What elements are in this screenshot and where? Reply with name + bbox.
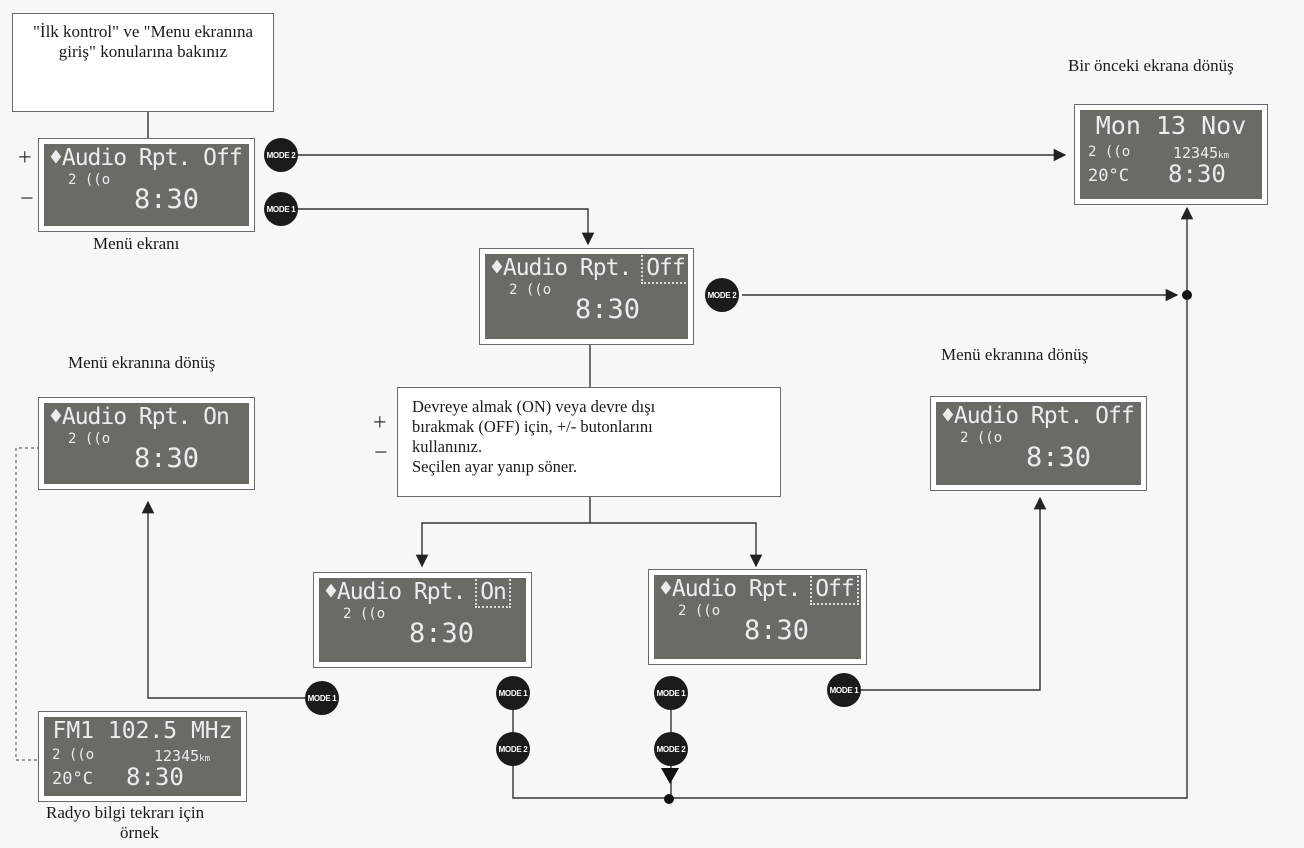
lcd-date: Mon 13 Nov xyxy=(1095,111,1247,140)
lcd-line1: ♦Audio Rpt. xyxy=(490,255,632,281)
instruction-note-top: "İlk kontrol" ve "Menu ekranına giriş" k… xyxy=(12,13,274,112)
radio-signal-icon: 2 ((o xyxy=(52,747,95,763)
radio-signal-icon: 2 ((o xyxy=(960,430,1003,446)
dotted-link-radio xyxy=(15,447,40,761)
mode2-button-off-blink[interactable]: MODE 2 xyxy=(654,732,688,766)
lcd-time: 8:30 xyxy=(744,615,810,646)
odometer: 12345 xyxy=(1173,144,1219,162)
mode1-button-off-blink[interactable]: MODE 1 xyxy=(654,676,688,710)
radio-signal-icon: 2 ((o xyxy=(343,606,386,622)
caption-back-left: Menü ekranına dönüş xyxy=(68,353,216,372)
lcd-on-blink-screen: ♦Audio Rpt. On 2 ((o 8:30 xyxy=(313,572,532,668)
pointer-triangle xyxy=(661,768,679,784)
mode2-button-on-blink[interactable]: MODE 2 xyxy=(496,732,530,766)
blinking-value: On xyxy=(475,578,511,608)
lcd-time: 8:30 xyxy=(134,443,200,474)
mode2-button-select[interactable]: MODE 2 xyxy=(705,278,739,312)
lcd-select-screen: ♦Audio Rpt. Off 2 ((o 8:30 xyxy=(479,248,694,345)
radio-signal-icon: 2 ((o xyxy=(68,172,111,188)
radio-signal-icon: 2 ((o xyxy=(509,282,552,298)
lcd-result-on-screen: ♦Audio Rpt. On 2 ((o 8:30 xyxy=(38,397,255,490)
mode1-button-on-blink[interactable]: MODE 1 xyxy=(496,676,530,710)
connector-note-split xyxy=(415,497,591,568)
lcd-radio-screen: FM1 102.5 MHz 2 ((o 12345km 20°C 8:30 xyxy=(38,711,247,802)
odometer-unit: km xyxy=(199,754,210,764)
lcd-time: 8:30 xyxy=(134,184,200,215)
lcd-line1: ♦Audio Rpt. xyxy=(659,576,801,602)
lcd-time: 8:30 xyxy=(1168,160,1226,188)
radio-signal-icon: 2 ((o xyxy=(1088,144,1131,160)
junction-dot-right xyxy=(1182,290,1192,300)
instruction-note-top-text: "İlk kontrol" ve "Menu ekranına giriş" k… xyxy=(32,22,254,61)
lcd-line1: ♦Audio Rpt. Off xyxy=(49,145,243,171)
arrow-mode1-to-select xyxy=(297,208,595,246)
radio-signal-icon: 2 ((o xyxy=(678,603,721,619)
instruction-note-middle: Devreye almak (ON) veya devre dışı bırak… xyxy=(397,387,781,497)
mode1-button-on-return[interactable]: MODE 1 xyxy=(305,681,339,715)
connector-bottom-return xyxy=(512,766,1188,799)
mode1-button-off-return[interactable]: MODE 1 xyxy=(827,673,861,707)
caption-radio-example-2: örnek xyxy=(120,823,159,842)
lcd-off-blink-screen: ♦Audio Rpt. Off 2 ((o 8:30 xyxy=(648,569,867,665)
caption-back-right: Menü ekranına dönüş xyxy=(941,345,1089,364)
lcd-time: 8:30 xyxy=(575,294,641,325)
lcd-line1: ♦Audio Rpt. On xyxy=(49,404,230,430)
lcd-radio-frequency: FM1 102.5 MHz xyxy=(52,718,233,744)
minus-sign-middle: − xyxy=(374,440,388,466)
lcd-time: 8:30 xyxy=(1026,442,1092,473)
plus-sign-top: + xyxy=(18,145,32,171)
odometer-unit: km xyxy=(1218,151,1229,161)
mode1-button-menu[interactable]: MODE 1 xyxy=(264,192,298,226)
temperature: 20°C xyxy=(1088,166,1129,186)
instruction-line-3: kullanınız. xyxy=(412,437,483,456)
odometer: 12345 xyxy=(154,747,200,765)
lcd-time: 8:30 xyxy=(126,763,184,791)
blinking-value: Off xyxy=(810,575,859,605)
lcd-result-off-screen: ♦Audio Rpt. Off 2 ((o 8:30 xyxy=(930,396,1147,491)
junction-dot-bottom xyxy=(664,794,674,804)
arrow-on-mode1-to-result-on xyxy=(141,500,306,699)
caption-radio-example-1: Radyo bilgi tekrarı için xyxy=(46,803,205,822)
lcd-line1: ♦Audio Rpt. xyxy=(324,579,466,605)
plus-sign-middle: + xyxy=(373,410,387,436)
connector-note-split-right xyxy=(590,522,763,568)
radio-signal-icon: 2 ((o xyxy=(68,431,111,447)
minus-sign-top: − xyxy=(20,186,34,212)
lcd-line1: ♦Audio Rpt. Off xyxy=(941,403,1135,429)
instruction-line-2: bırakmak (OFF) için, +/- butonlarını xyxy=(412,417,653,436)
blinking-value: Off xyxy=(641,254,688,284)
lcd-time: 8:30 xyxy=(409,618,475,649)
temperature: 20°C xyxy=(52,769,93,789)
lcd-menu-screen: ♦Audio Rpt. Off 2 ((o 8:30 xyxy=(38,138,255,232)
instruction-line-1: Devreye almak (ON) veya devre dışı xyxy=(412,397,656,416)
mode2-button-menu[interactable]: MODE 2 xyxy=(264,138,298,172)
arrow-off-mode1-to-result-off xyxy=(860,496,1047,691)
lcd-previous-screen: Mon 13 Nov 2 ((o 12345km 20°C 8:30 xyxy=(1074,104,1268,205)
caption-previous-screen: Bir önceki ekrana dönüş xyxy=(1068,56,1234,75)
instruction-line-4: Seçilen ayar yanıp söner. xyxy=(412,457,577,476)
caption-menu-screen: Menü ekranı xyxy=(93,234,180,253)
